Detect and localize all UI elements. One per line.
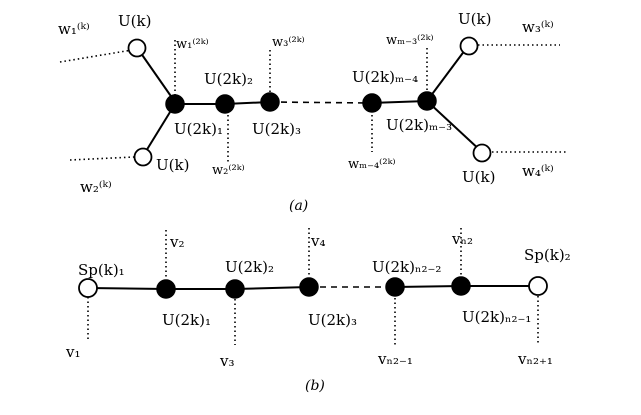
node-u2k-m3 <box>417 91 437 111</box>
label-w1-2k: w₁⁽²ᵏ⁾ <box>176 37 209 52</box>
node-u2k-1 <box>165 94 185 114</box>
node-sp2 <box>528 276 548 296</box>
label-u2k-m3: U(2k)ₘ₋₃ <box>386 116 452 134</box>
label-w3k: w₃⁽ᵏ⁾ <box>522 18 554 36</box>
label-b-u2k-2: U(2k)₂ <box>225 258 274 276</box>
node-u2k-m4 <box>362 93 382 113</box>
label-u2k-3: U(2k)₃ <box>252 120 301 138</box>
node-b-u2k-1 <box>156 279 176 299</box>
label-u2k-1: U(2k)₁ <box>174 120 223 138</box>
label-b-u2k-1: U(2k)₁ <box>162 311 211 329</box>
label-v-n2p1: vₙ₂₊₁ <box>517 350 553 368</box>
label-w4k: w₄⁽ᵏ⁾ <box>522 162 554 180</box>
edge-uk-tl <box>137 48 176 103</box>
label-w2k: w₂⁽ᵏ⁾ <box>80 178 112 196</box>
label-v-n2: vₙ₂ <box>451 230 473 248</box>
label-uk-bottom-left: U(k) <box>156 156 189 174</box>
node-sp1 <box>78 278 98 298</box>
label-sp1: Sp(k)₁ <box>78 261 125 279</box>
label-u2k-m4: U(2k)ₘ₋₄ <box>352 68 418 86</box>
node-uk-bottom-right <box>472 143 492 163</box>
edge-uk-br <box>426 100 483 153</box>
node-u2k-2 <box>215 94 235 114</box>
label-b-u2k-3: U(2k)₃ <box>308 311 357 329</box>
node-b-u2k-2 <box>225 279 245 299</box>
label-uk-bottom-right: U(k) <box>462 168 495 186</box>
label-v-n2m1: vₙ₂₋₁ <box>377 350 413 368</box>
edge-b-n2m2-n2m1 <box>394 285 462 288</box>
node-u2k-3 <box>260 92 280 112</box>
node-uk-top-left <box>127 38 147 58</box>
label-v4: v₄ <box>310 232 326 250</box>
edge-uk-bl <box>142 103 176 157</box>
node-b-u2k-3 <box>299 277 319 297</box>
edge-sp1-1 <box>87 287 167 290</box>
label-w2-2k: w₂⁽²ᵏ⁾ <box>212 163 245 178</box>
label-u2k-2: U(2k)₂ <box>204 70 253 88</box>
node-uk-top-right <box>459 36 479 56</box>
label-v1: v₁ <box>65 343 81 361</box>
label-b-u2k-n2m2: U(2k)ₙ₂₋₂ <box>372 258 441 276</box>
caption-b: (b) <box>305 378 325 394</box>
label-sp2: Sp(k)₂ <box>524 246 571 264</box>
diagram-a: w₁⁽ᵏ⁾ U(k) w₁⁽²ᵏ⁾ w₃⁽²ᵏ⁾ U(2k)₂ wₘ₋₃⁽²ᵏ⁾… <box>58 10 566 214</box>
label-b-u2k-n2m1: U(2k)ₙ₂₋₁ <box>462 308 531 326</box>
edge-b-2-3 <box>234 286 310 290</box>
diagram-b: Sp(k)₁ Sp(k)₂ v₂ v₄ vₙ₂ U(2k)₂ U(2k)ₙ₂₋₂… <box>65 228 571 394</box>
label-uk-top-right: U(k) <box>458 10 491 28</box>
node-uk-bottom-left <box>133 147 153 167</box>
label-w1k: w₁⁽ᵏ⁾ <box>58 20 90 38</box>
leg-w2k <box>69 156 135 161</box>
label-v2: v₂ <box>169 233 185 251</box>
label-v3: v₃ <box>219 352 235 370</box>
edge-3-m4-dashed <box>269 101 373 104</box>
leg-w1k <box>59 49 133 63</box>
node-b-u2k-n2m1 <box>451 276 471 296</box>
node-b-u2k-n2m2 <box>385 277 405 297</box>
label-wm3-2k: wₘ₋₃⁽²ᵏ⁾ <box>386 33 434 48</box>
caption-a: (a) <box>289 198 308 214</box>
edge-uk-tr <box>426 45 469 102</box>
label-wm4-2k: wₘ₋₄⁽²ᵏ⁾ <box>348 157 396 172</box>
label-w3-2k: w₃⁽²ᵏ⁾ <box>272 35 305 50</box>
label-uk-top-left: U(k) <box>118 12 151 30</box>
